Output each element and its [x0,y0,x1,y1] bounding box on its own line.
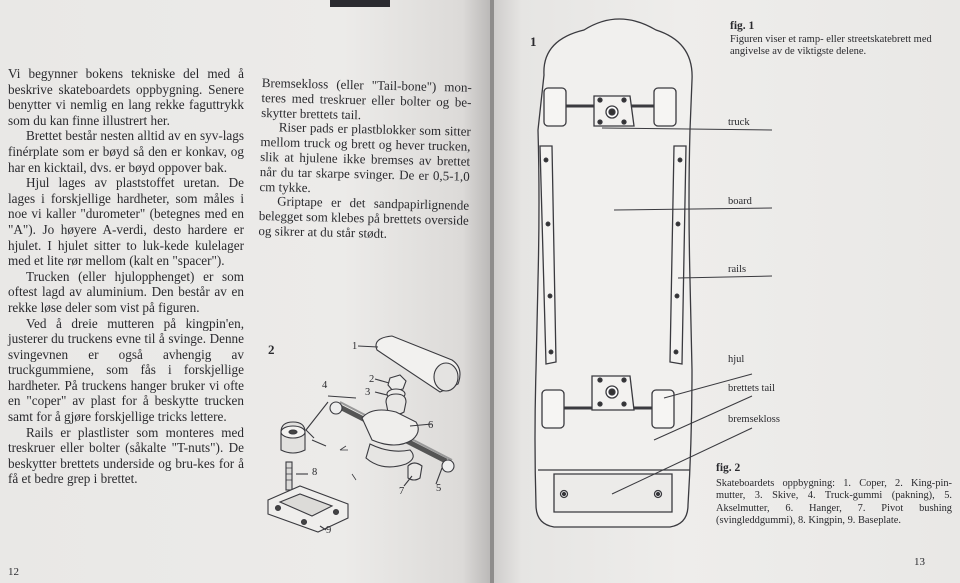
part-label-5: 5 [436,483,442,494]
figure2-caption-text: Skateboardets oppbygning: 1. Coper, 2. K… [716,478,952,526]
book-gutter [490,0,496,583]
part-label-7: 7 [399,486,405,497]
label-board: board [728,196,752,207]
paragraph-trucken: Trucken (eller hjulopphenget) er som oft… [8,268,244,315]
paragraph-kingpin: Ved å dreie mutteren på kingpin'en, just… [8,315,244,425]
figure1-number: 1 [530,34,537,49]
part-label-1: 1 [352,341,358,352]
skateboard-diagram [534,18,773,528]
figure2-caption: fig. 2 Skateboardets oppbygning: 1. Cope… [716,462,952,527]
label-bremsekloss: bremsekloss [728,414,780,425]
right-page: 1 fig. 1 Figuren viser et ramp- eller st… [494,0,960,583]
part-label-3: 3 [365,387,371,398]
label-rails: rails [728,264,747,275]
page-number-left: 12 [8,566,19,578]
paragraph-rails: Rails er plastlister som monteres med tr… [8,424,244,487]
paragraph-brettet: Brettet består nesten alltid av en syv-l… [8,128,244,175]
label-brettets-tail: brettets tail [728,383,775,394]
truck-exploded-diagram [267,335,461,533]
part-label-6: 6 [428,420,434,431]
figure1-caption: fig. 1 Figuren viser et ramp- eller stre… [730,20,950,58]
part-label-2: 2 [369,374,375,385]
figure1-caption-text: Figuren viser et ramp- eller streetskate… [730,34,932,57]
figure2-number: 2 [268,342,275,357]
part-label-8: 8 [312,467,318,478]
figure2-caption-title: fig. 2 [716,462,741,474]
part-label-4: 4 [322,380,328,391]
paragraph-intro: Vi begynner bokens tekniske del med å be… [8,66,244,128]
label-hjul: hjul [728,354,745,365]
text-column-a: Vi begynner bokens tekniske del med å be… [8,66,244,487]
label-truck: truck [728,117,750,128]
figure1-caption-title: fig. 1 [730,20,755,32]
left-page: Vi begynner bokens tekniske del med å be… [0,0,492,583]
chapter-heading-fragment [330,0,390,7]
page-number-right: 13 [914,556,925,568]
part-label-9: 9 [326,525,332,536]
paragraph-hjul: Hjul lages av plaststoffet uretan. De la… [8,175,244,269]
